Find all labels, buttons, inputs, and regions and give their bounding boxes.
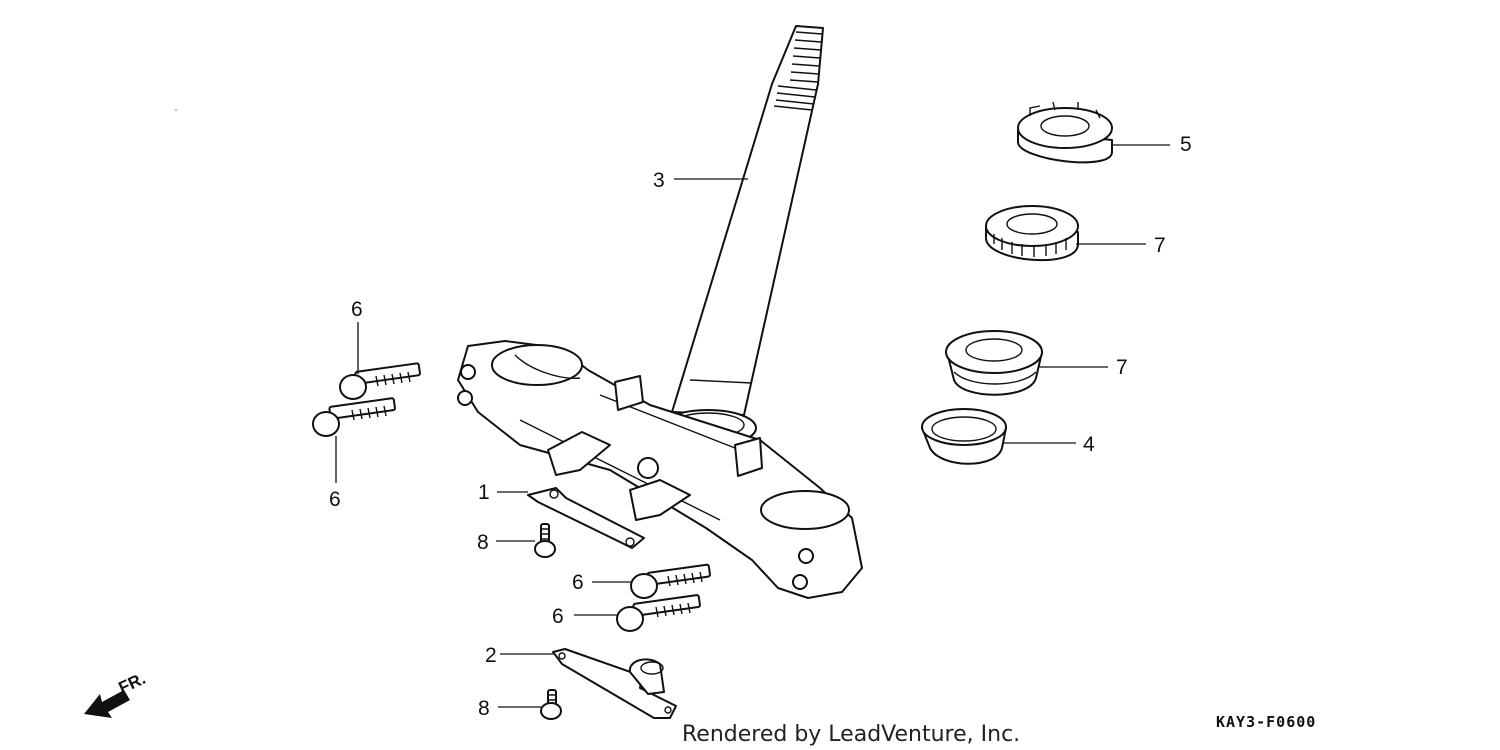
flange-bolt-upper-left-2[interactable] [312, 397, 396, 437]
front-arrow-icon [84, 690, 130, 718]
callout-4[interactable]: 4 [1083, 433, 1095, 456]
tapered-roller-bearing-lower[interactable] [945, 330, 1043, 396]
callout-7-lower[interactable]: 7 [1116, 356, 1128, 379]
callout-6-lower-1[interactable]: 6 [572, 571, 584, 594]
leader-lines [335, 144, 1170, 708]
steering-stem-shaft[interactable] [659, 25, 824, 447]
callout-3[interactable]: 3 [653, 169, 665, 192]
small-bolt-upper[interactable] [534, 523, 556, 558]
callout-6-left[interactable]: 6 [329, 488, 341, 511]
stray-dot [175, 109, 177, 111]
render-credit: Rendered by LeadVenture, Inc. [682, 722, 1020, 747]
steering-stem-lower-bracket[interactable] [457, 340, 863, 599]
tapered-roller-bearing-upper[interactable] [985, 205, 1079, 262]
diagram-code: KAY3-F0600 [1216, 713, 1316, 731]
callout-6-top[interactable]: 6 [351, 298, 363, 321]
callout-8-lower[interactable]: 8 [478, 697, 490, 720]
small-bolt-lower[interactable] [540, 689, 562, 720]
callout-1[interactable]: 1 [478, 481, 490, 504]
callout-6-lower-2[interactable]: 6 [552, 605, 564, 628]
lower-bracket-clamp[interactable] [552, 648, 677, 719]
upper-bracket-plate[interactable] [527, 487, 645, 549]
flange-bolt-lower-1[interactable] [630, 563, 711, 599]
callout-7-upper[interactable]: 7 [1154, 234, 1166, 257]
callout-5[interactable]: 5 [1180, 133, 1192, 156]
front-direction-indicator: FR. [84, 669, 149, 718]
callout-2[interactable]: 2 [485, 644, 497, 667]
flange-bolt-upper-left-1[interactable] [339, 362, 421, 400]
flange-bolt-lower-2[interactable] [616, 594, 701, 632]
steering-stem-lock-nut[interactable] [1017, 101, 1113, 164]
dust-seal[interactable] [921, 408, 1007, 465]
callout-8-upper[interactable]: 8 [477, 531, 489, 554]
callout-labels: 3 5 7 7 4 6 6 1 8 6 6 2 8 [329, 133, 1192, 720]
